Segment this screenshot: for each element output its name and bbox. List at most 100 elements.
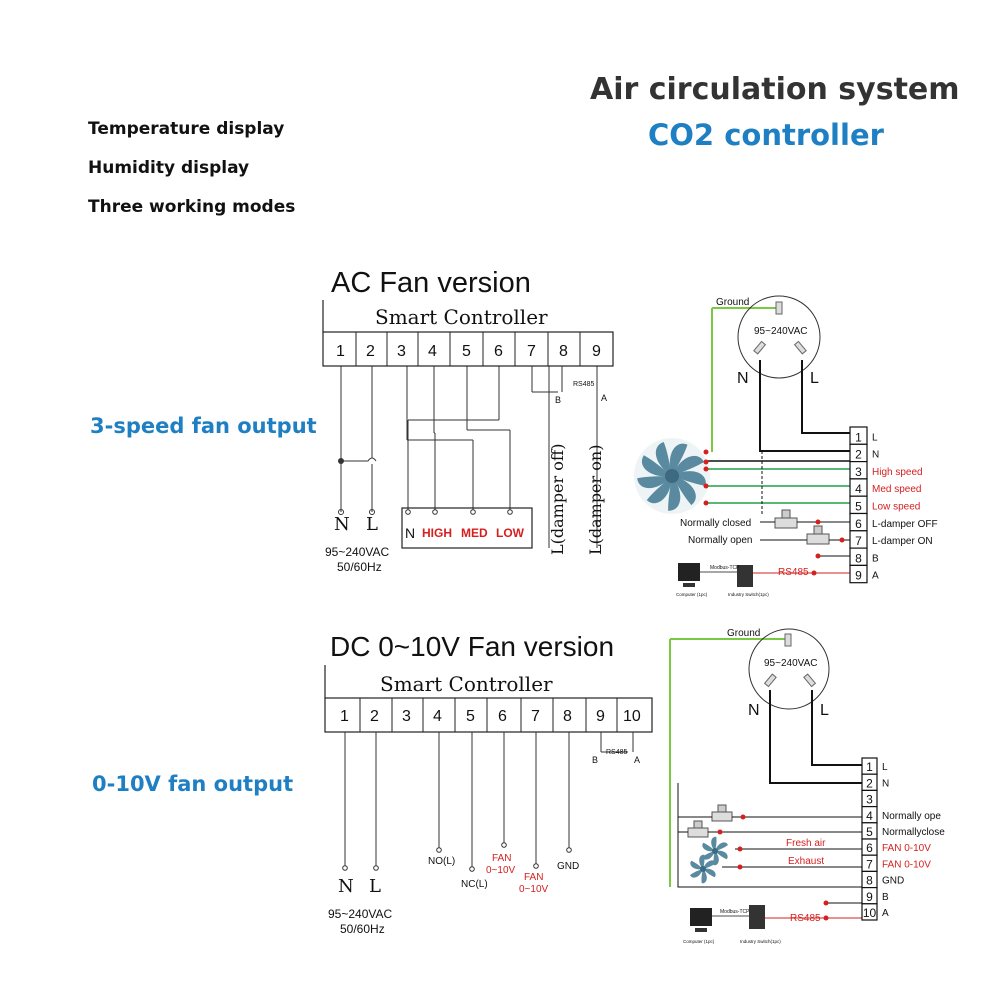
ac-damper-on: L(damper on) [586,445,605,555]
ac-terminal-8: 8 [559,343,568,360]
dc-socket-l: L [820,702,829,719]
ac-switch-label: Industry Switch(1pc) [728,592,769,597]
dc-block-label: FAN 0-10V [882,843,931,854]
ac-a-label: A [601,393,607,403]
dc-wires [344,732,634,867]
ac-block-number: 6 [855,517,862,531]
dc-terminal-5: 5 [466,708,475,725]
ac-fan-n: N [405,525,415,541]
dc-fresh-air-label: Fresh air [786,838,826,849]
dc-a-label: A [634,755,640,765]
ac-normally-closed: Normally closed [680,518,751,529]
dc-fan2-range: 0~10V [519,884,549,895]
ac-terminal-4: 4 [428,343,437,360]
ac-block-label: Low speed [872,502,920,513]
dc-block-number: 4 [866,809,873,823]
dc-no-label: NO(L) [428,856,455,867]
ac-block-number: 8 [855,551,862,565]
ac-block-label: N [872,450,879,461]
feature-humidity: Humidity display [88,158,250,178]
ac-supply-n: N [334,514,350,535]
dc-exhaust-fan-icon [690,854,716,884]
dc-terminal-7: 7 [531,708,540,725]
ac-terminal-5: 5 [462,343,471,360]
ac-supply-l: L [366,514,378,535]
ac-rs485-label: RS485 [573,381,595,388]
ac-fan-terminal-box [401,507,533,549]
ac-block-number: 4 [855,482,862,496]
ac-block-number: 1 [855,430,862,444]
dc-terminal-8: 8 [563,708,572,725]
dc-block-number: 9 [866,890,873,904]
ac-damper-off: L(damper off) [548,443,567,555]
ac-terminal-2: 2 [366,343,375,360]
dc-block-label: Normally ope [882,811,941,822]
dc-block-label: N [882,778,889,789]
ac-normally-open: Normally open [688,535,752,546]
main-subtitle: CO2 controller [648,118,884,152]
dc-supply-freq: 50/60Hz [340,922,385,936]
label-3speed-fan: 3-speed fan output [90,414,317,438]
ac-fan-high: HIGH [422,526,452,540]
dc-terminal-6: 6 [498,708,507,725]
ac-controller-label: Smart Controller [375,305,548,329]
dc-right-schematic: Ground 95~240VAC N L [669,628,862,944]
ac-block-label: High speed [872,467,923,478]
dc-block-label: Normallyclose [882,827,945,838]
dc-block-number: 2 [866,776,873,790]
ac-ground-label: Ground [716,297,749,308]
dc-terminal-2: 2 [370,708,379,725]
ac-socket-n: N [737,370,749,387]
dc-terminal-9: 9 [596,708,605,725]
dc-block-number: 6 [866,841,873,855]
ac-title: AC Fan version [331,267,531,299]
dc-exhaust-label: Exhaust [788,856,824,867]
dc-rs485-link: RS485 [790,913,821,924]
ac-computer-label: Computer (1pc) [676,592,708,597]
ac-terminal-9: 9 [592,343,601,360]
ac-block-label: B [872,553,879,564]
ac-rs485-link: RS485 [778,567,809,578]
dc-block-label: B [882,892,889,903]
dc-gnd-label: GND [557,861,579,872]
dc-switch-label: Industry Switch(1pc) [740,939,781,944]
dc-socket-n: N [748,702,760,719]
dc-block-cell [861,903,878,921]
dc-supply-voltage: 95~240VAC [328,907,392,921]
ac-terminal-dividers [355,332,581,366]
dc-nc-label: NC(L) [461,879,488,890]
ac-fan-icon [634,438,710,514]
ac-block-label: Med speed [872,484,921,495]
ac-supply-freq: 50/60Hz [337,560,382,574]
dc-terminal-dividers [359,698,618,732]
ac-terminal-strip [322,331,614,367]
ac-terminal-1: 1 [336,343,345,360]
dc-terminal-10: 10 [623,708,641,725]
feature-temperature: Temperature display [88,119,285,139]
ac-block-label: L [872,432,878,443]
dc-terminal-3: 3 [402,708,411,725]
ac-socket-l: L [810,370,819,387]
feature-modes: Three working modes [88,197,296,217]
ac-socket-voltage: 95~240VAC [754,326,807,337]
dc-block-label: FAN 0-10V [882,859,931,870]
dc-fan2-label: FAN [524,872,543,883]
dc-ground-label: Ground [727,628,760,639]
ac-block-number: 9 [855,569,862,583]
ac-fan-low: LOW [496,526,525,540]
dc-block-label: GND [882,876,904,887]
dc-rs485-label: RS485 [606,749,628,756]
dc-fan1-label: FAN [492,853,511,864]
dc-fresh-air-fan-icon [702,836,728,866]
ac-block-number: 3 [855,465,862,479]
dc-block-number: 3 [866,793,873,807]
ac-block-label: A [872,571,879,582]
dc-supply-n: N [338,876,354,897]
ac-terminal-7: 7 [527,343,536,360]
dc-terminal-4: 4 [433,708,442,725]
dc-block-number: 8 [866,874,873,888]
ac-block-number: 5 [855,500,862,514]
